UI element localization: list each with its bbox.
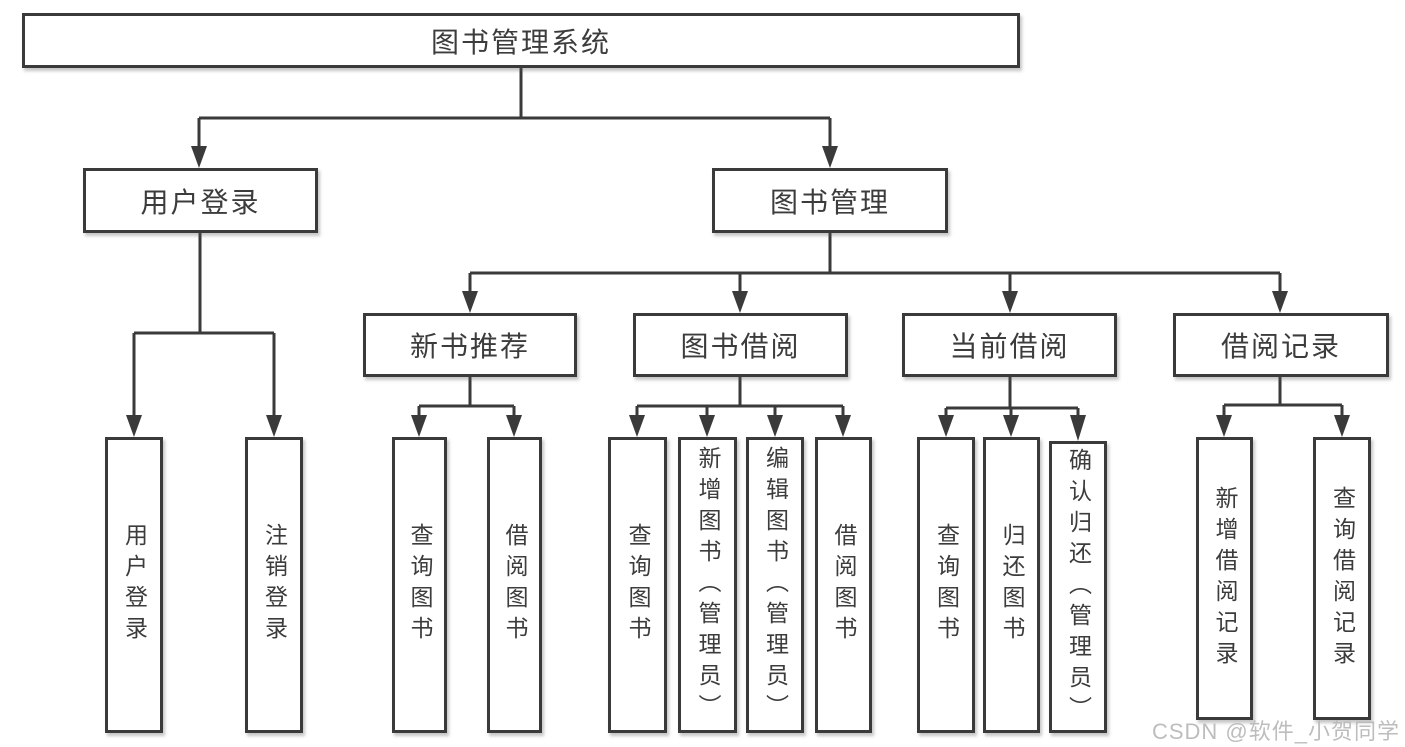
node-label: 新增图书（管理员） bbox=[695, 445, 721, 725]
node-label: 图书借阅 bbox=[680, 331, 801, 362]
node-label: 新书推荐 bbox=[409, 331, 530, 362]
leaf-query-borrow-record: 查询借阅记录 bbox=[1313, 437, 1371, 720]
leaf-add-borrow-record: 新增借阅记录 bbox=[1196, 437, 1253, 720]
node-root-system: 图书管理系统 bbox=[22, 13, 1020, 68]
leaf-confirm-return-admin: 确认归还（管理员） bbox=[1049, 441, 1107, 733]
leaf-borrow-books-borrowing: 借阅图书 bbox=[815, 437, 872, 733]
leaf-query-books-borrowing: 查询图书 bbox=[608, 437, 667, 733]
node-book-management: 图书管理 bbox=[712, 168, 948, 233]
node-label: 图书管理系统 bbox=[430, 26, 611, 58]
node-label: 当前借阅 bbox=[949, 331, 1070, 362]
node-label: 归还图书 bbox=[999, 523, 1025, 647]
node-current-borrowing: 当前借阅 bbox=[902, 313, 1117, 377]
leaf-query-books-current: 查询图书 bbox=[917, 437, 975, 733]
node-label: 借阅记录 bbox=[1220, 331, 1341, 362]
node-label: 查询图书 bbox=[407, 523, 433, 647]
node-label: 用户登录 bbox=[140, 186, 261, 218]
leaf-edit-books-admin: 编辑图书（管理员） bbox=[746, 437, 804, 733]
node-new-book-recommendation: 新书推荐 bbox=[363, 313, 577, 377]
node-label: 查询图书 bbox=[933, 523, 960, 647]
node-label: 注销登录 bbox=[261, 523, 288, 647]
leaf-add-books-admin: 新增图书（管理员） bbox=[678, 437, 737, 733]
node-label: 确认归还（管理员） bbox=[1065, 447, 1092, 727]
node-user-login: 用户登录 bbox=[83, 168, 318, 233]
node-label: 查询图书 bbox=[625, 523, 651, 647]
leaf-return-books: 归还图书 bbox=[983, 437, 1040, 733]
node-book-borrowing: 图书借阅 bbox=[633, 313, 848, 377]
node-label: 图书管理 bbox=[769, 186, 890, 218]
leaf-borrow-books-recommend: 借阅图书 bbox=[487, 437, 542, 733]
leaf-logout: 注销登录 bbox=[245, 437, 303, 733]
leaf-query-books-recommend: 查询图书 bbox=[392, 437, 447, 733]
node-label: 新增借阅记录 bbox=[1212, 485, 1238, 672]
node-label: 查询借阅记录 bbox=[1329, 485, 1356, 672]
leaf-user-login: 用户登录 bbox=[105, 437, 163, 733]
watermark-text: CSDN @软件_小贺同学 bbox=[1151, 719, 1400, 744]
node-borrowing-records: 借阅记录 bbox=[1173, 313, 1389, 377]
node-label: 借阅图书 bbox=[831, 523, 857, 647]
node-label: 编辑图书（管理员） bbox=[762, 445, 789, 725]
node-label: 用户登录 bbox=[121, 523, 148, 647]
node-label: 借阅图书 bbox=[502, 523, 528, 647]
